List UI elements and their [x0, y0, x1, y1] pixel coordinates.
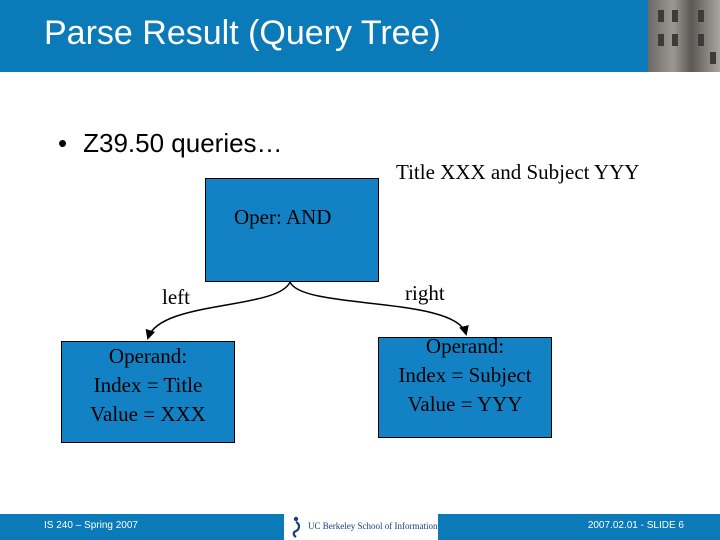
right-operand-line: Value = YYY: [407, 392, 523, 416]
bullet-dot: •: [58, 128, 68, 158]
left-operand-line: Operand:: [108, 344, 188, 368]
title-bar: Parse Result (Query Tree): [0, 0, 720, 72]
footer-bar: IS 240 – Spring 2007 UC Berkeley School …: [0, 514, 720, 540]
school-logo-icon: [292, 516, 301, 538]
right-operand-line: Index = Subject: [398, 363, 532, 387]
right-edge-label: right: [405, 281, 445, 305]
bullet-item: • Z39.50 queries…: [58, 128, 283, 159]
root-operator-label: Oper: AND: [234, 205, 332, 229]
corner-building-photo: [648, 0, 720, 72]
slide-title: Parse Result (Query Tree): [44, 14, 441, 52]
course-label: IS 240 – Spring 2007: [44, 520, 138, 531]
right-edge-arrow: [289, 281, 469, 336]
query-text: Title XXX and Subject YYY: [396, 160, 640, 184]
school-logo-text: UC Berkeley School of Information: [308, 521, 438, 531]
left-edge-label: left: [162, 285, 190, 309]
slide-number: 2007.02.01 - SLIDE 6: [587, 520, 684, 531]
left-operand-node: Operand: Index = Title Value = XXX: [61, 341, 235, 443]
right-operand-line: Operand:: [425, 334, 505, 358]
left-edge-arrow: [145, 281, 291, 340]
left-operand-line: Value = XXX: [90, 402, 206, 426]
school-logo: UC Berkeley School of Information: [284, 514, 438, 540]
left-operand-line: Index = Title: [93, 373, 203, 397]
root-operator-node: [205, 178, 379, 282]
right-operand-node: Operand: Index = Subject Value = YYY: [378, 334, 552, 438]
bullet-text: Z39.50 queries…: [83, 128, 283, 158]
